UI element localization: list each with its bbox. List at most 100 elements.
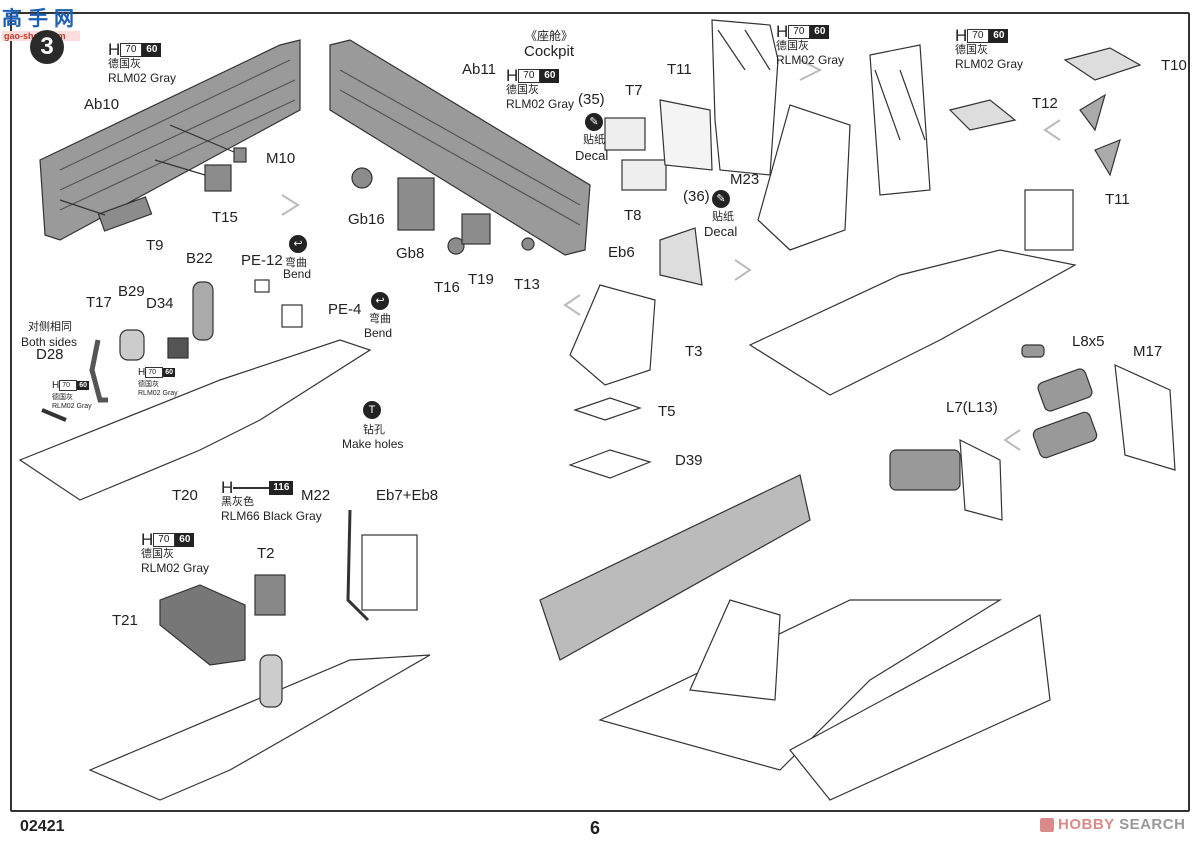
decal-icon: ✎ (712, 190, 730, 208)
bend-note-cn: 弯曲 (369, 313, 391, 325)
part-t9 (97, 196, 153, 232)
part-ab10 (39, 39, 301, 241)
part-t16 (447, 237, 465, 255)
armor-frame-right (869, 44, 931, 196)
bend-icon: ↩ (289, 235, 307, 253)
label-b22: B22 (186, 250, 213, 267)
page-number: 6 (590, 818, 601, 838)
part-eb7-eb8 (361, 534, 418, 611)
drill-icon: T (363, 401, 381, 419)
both-sides-en: Both sides (21, 335, 78, 349)
part-d28 (41, 408, 67, 422)
hobby-search-logo: HOBBY SEARCH (1040, 816, 1185, 833)
label-t9: T9 (146, 237, 164, 254)
pedal-lower (1032, 411, 1098, 459)
label-t11-panel: T11 (667, 61, 692, 78)
part-gb16 (351, 167, 373, 189)
decal-35-number: (35) (578, 91, 605, 108)
part-gb8 (397, 177, 435, 231)
part-t5 (573, 397, 642, 421)
label-pe4: PE-4 (328, 301, 362, 318)
label-t10: T10 (1161, 57, 1187, 74)
part-m17 (1114, 364, 1176, 471)
part-t21 (159, 584, 246, 666)
label-t2: T2 (257, 545, 275, 562)
part-t10 (1063, 47, 1142, 81)
part-ab11 (329, 39, 591, 256)
label-ab10: Ab10 (84, 96, 120, 113)
direction-arrow-5 (734, 259, 752, 281)
label-t20: T20 (172, 487, 198, 504)
part-pe4 (281, 304, 303, 328)
make-holes-cn: 钻孔 (363, 424, 385, 436)
part-t12 (1079, 93, 1106, 132)
section-title-cn: 《座舱》 (525, 29, 574, 43)
label-d34: D34 (146, 295, 174, 312)
bend-icon: ↩ (371, 292, 389, 310)
bend-note-cn: 弯曲 (285, 257, 307, 269)
label-t8: T8 (624, 207, 642, 224)
both-sides-cn: 对侧相同 (28, 321, 72, 333)
part-m10 (233, 147, 247, 163)
direction-arrow-1 (281, 194, 300, 216)
decal-35-en: Decal (575, 148, 609, 163)
label-t16: T16 (434, 279, 460, 296)
label-m17: M17 (1133, 343, 1163, 360)
seat-assembled (689, 599, 781, 701)
label-l7-l13: L7(L13) (946, 399, 998, 416)
step-number-badge: 3 (30, 30, 64, 64)
assembled-seat (757, 104, 851, 251)
label-t21: T21 (112, 612, 138, 629)
part-m22 (346, 509, 370, 622)
label-m10: M10 (266, 150, 296, 167)
decal-36-number: (36) (683, 188, 710, 205)
part-b22 (192, 281, 214, 341)
label-m23: M23 (730, 171, 760, 188)
label-d28: D28 (36, 346, 64, 363)
part-t2 (254, 574, 286, 616)
label-eb6: Eb6 (608, 244, 635, 261)
decal-36-cn: 贴纸 (712, 211, 734, 223)
pedal-upper (1037, 368, 1093, 412)
decal-35-cn: 贴纸 (583, 134, 605, 146)
part-t13 (521, 237, 535, 251)
direction-arrow-6 (1003, 429, 1021, 451)
instruction-frame (10, 12, 1190, 812)
part-pe12 (254, 279, 270, 293)
m17-assembled (959, 438, 1003, 521)
watermark-brand: 高手网 (2, 8, 80, 30)
part-t3 (569, 284, 656, 386)
part-t17 (89, 339, 108, 403)
floor-assembled (598, 599, 1003, 771)
part-l8 (1021, 344, 1045, 358)
label-t13: T13 (514, 276, 540, 293)
part-b29 (119, 329, 145, 361)
label-pe12: PE-12 (241, 252, 283, 269)
kit-number: 02421 (20, 818, 65, 835)
part-t8 (621, 159, 667, 191)
part-d39 (568, 449, 652, 479)
label-t19: T19 (468, 271, 494, 288)
label-t5: T5 (658, 403, 676, 420)
part-t7 (604, 117, 646, 151)
decal-icon: ✎ (585, 113, 603, 131)
bend-note-en: Bend (364, 326, 393, 340)
label-t7: T7 (625, 82, 643, 99)
section-title-en: Cockpit (524, 43, 575, 60)
label-gb16: Gb16 (348, 211, 385, 228)
label-t12: T12 (1032, 95, 1058, 112)
side-panel-assembled (539, 474, 811, 661)
direction-arrow-3 (1043, 119, 1061, 141)
label-ab11: Ab11 (462, 61, 496, 78)
label-t3: T3 (685, 343, 703, 360)
label-eb7-eb8: Eb7+Eb8 (376, 487, 439, 504)
label-t11-support: T11 (1105, 191, 1130, 208)
label-d39: D39 (675, 452, 703, 469)
part-t11-lower (1094, 138, 1121, 177)
label-m22: M22 (301, 487, 331, 504)
